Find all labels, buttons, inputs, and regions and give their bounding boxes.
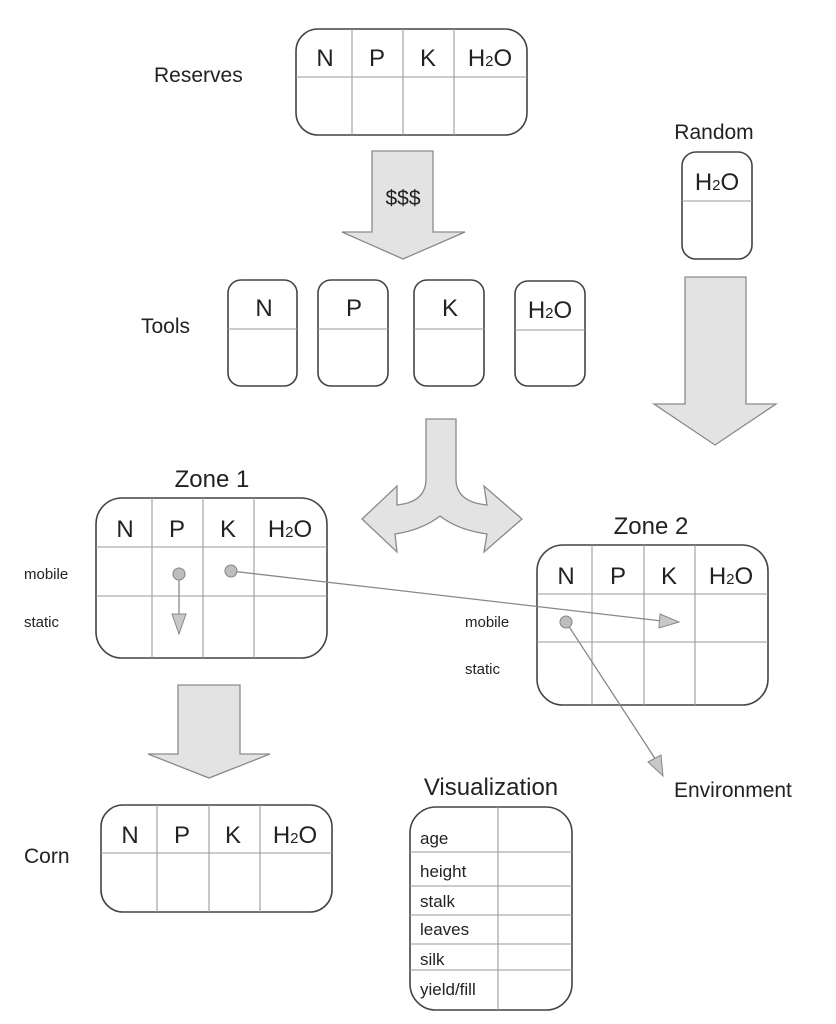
corn-box: [100, 804, 333, 913]
source-dot-icon: [224, 564, 238, 578]
tool-p: P: [317, 279, 389, 387]
zone-to-corn-arrow-icon: [147, 684, 271, 779]
corn-col-p: P: [174, 822, 190, 849]
reserves-table: N P K H2O: [295, 28, 528, 136]
zone1-col-n: N: [116, 516, 133, 543]
zone2-row-static: static: [465, 661, 501, 678]
visualization-row-silk: silk: [420, 950, 445, 969]
reserves-label: Reserves: [154, 64, 243, 87]
arrowhead-icon: [171, 613, 187, 636]
arrowhead-icon: [647, 754, 664, 778]
reserves-col-n: N: [316, 45, 333, 72]
tool-n-label: N: [255, 295, 272, 322]
visualization-row-age: age: [420, 829, 448, 848]
source-dot-icon: [559, 615, 573, 629]
zone2-col-p: P: [610, 563, 626, 590]
tool-h2o: H2O: [514, 280, 586, 387]
zone2-col-n: N: [557, 563, 574, 590]
tool-k-label: K: [442, 295, 458, 322]
reserves-col-k: K: [420, 45, 436, 72]
tool-h2o-label: H2O: [528, 297, 572, 324]
flow-line: [230, 570, 663, 622]
zone2-row-mobile: mobile: [465, 614, 509, 631]
corn-label: Corn: [24, 845, 70, 868]
tool-n: N: [227, 279, 298, 387]
zone1-col-h2o: H2O: [268, 516, 312, 543]
random-down-arrow-icon: [651, 276, 779, 446]
tool-p-label: P: [346, 295, 362, 322]
flow-line: [565, 621, 657, 761]
visualization-row-stalk: stalk: [420, 892, 455, 911]
tool-box: [317, 279, 389, 387]
corn-table: N P K H2O: [100, 804, 333, 913]
environment-label: Environment: [674, 779, 792, 802]
visualization-row-leaves: leaves: [420, 920, 469, 939]
zone2-title: Zone 2: [614, 513, 689, 540]
zone1-row-mobile: mobile: [24, 566, 68, 583]
zone1-col-k: K: [220, 516, 236, 543]
flow-k-zone1-to-zone2: [224, 564, 681, 629]
zone1-row-static: static: [24, 614, 60, 631]
tools-label: Tools: [141, 315, 190, 338]
visualization-box: [409, 806, 573, 1011]
cost-arrow: $$$: [341, 150, 466, 260]
random-label: Random: [674, 121, 753, 144]
corn-col-n: N: [121, 822, 138, 849]
visualization-row-height: height: [420, 862, 467, 881]
flow-p-mobile-to-static: [171, 567, 187, 636]
tool-box: [514, 280, 586, 387]
random-box: [681, 151, 753, 260]
random-box-group: H2O: [681, 151, 753, 260]
visualization-row-yield-fill: yield/fill: [420, 980, 476, 999]
visualization-title: Visualization: [424, 774, 558, 801]
reserves-box: [295, 28, 528, 136]
zone1-table: N P K H2O: [95, 497, 328, 659]
reserves-col-p: P: [369, 45, 385, 72]
split-arrow-icon: [361, 418, 523, 554]
cost-arrow-label: $$$: [385, 187, 420, 210]
zone2-col-k: K: [661, 563, 677, 590]
tool-box: [413, 279, 485, 387]
zone1-box: [95, 497, 328, 659]
reserves-col-h2o: H2O: [468, 45, 512, 72]
arrowhead-icon: [658, 613, 681, 629]
zone1-col-p: P: [169, 516, 185, 543]
corn-col-h2o: H2O: [273, 822, 317, 849]
flow-n-to-environment: [559, 615, 664, 778]
down-arrow-icon: [341, 150, 466, 260]
zone2-col-h2o: H2O: [709, 563, 753, 590]
corn-col-k: K: [225, 822, 241, 849]
visualization-table: age height stalk leaves silk yield/fill: [409, 806, 573, 1011]
tool-box: [227, 279, 298, 387]
zone1-title: Zone 1: [175, 466, 250, 493]
source-dot-icon: [172, 567, 186, 581]
random-col-h2o: H2O: [695, 169, 739, 196]
tool-k: K: [413, 279, 485, 387]
